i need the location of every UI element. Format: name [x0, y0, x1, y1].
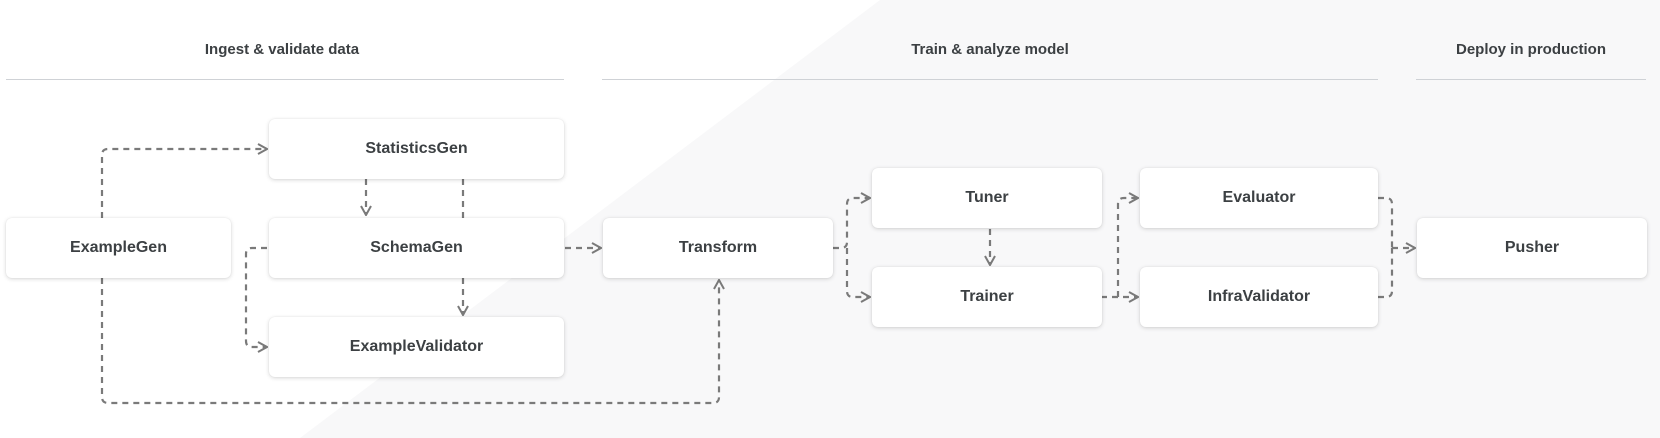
stage-title-deploy: Deploy in production [1456, 41, 1606, 58]
node-label: InfraValidator [1207, 288, 1311, 305]
node-trainer: Trainer [872, 267, 1102, 327]
node-label: SchemaGen [370, 239, 463, 256]
connector-examplegen-statisticsgen [100, 149, 267, 218]
node-label: ExampleGen [70, 239, 167, 256]
node-examplevalidator: ExampleValidator [269, 317, 564, 377]
node-examplegen: ExampleGen [6, 218, 231, 278]
connector-schemagen-examplevalidator [244, 246, 267, 347]
node-label: Evaluator [1222, 189, 1296, 206]
node-label: ExampleValidator [349, 338, 484, 355]
connector-infravalidator-pusher [1378, 248, 1394, 299]
stage-divider-ingest [6, 79, 564, 80]
node-infravalidator: InfraValidator [1140, 267, 1378, 327]
stage-divider-train [602, 79, 1378, 80]
stage-title-ingest: Ingest & validate data [204, 41, 360, 58]
node-label: Trainer [960, 288, 1014, 305]
stage-divider-deploy [1416, 79, 1646, 80]
node-transform: Transform [603, 218, 833, 278]
node-label: Pusher [1504, 239, 1560, 256]
node-label: StatisticsGen [365, 140, 468, 157]
connector-transform-trainer [845, 248, 870, 297]
node-statisticsgen: StatisticsGen [269, 119, 564, 179]
connector-trainer-evaluator [1116, 198, 1138, 297]
node-label: Transform [678, 239, 758, 256]
stage-title-train: Train & analyze model [911, 41, 1069, 58]
connector-evaluator-pusher [1378, 196, 1394, 248]
node-schemagen: SchemaGen [269, 218, 564, 278]
node-label: Tuner [965, 189, 1009, 206]
node-pusher: Pusher [1417, 218, 1647, 278]
connector-transform-tuner [833, 198, 870, 250]
node-tuner: Tuner [872, 168, 1102, 228]
connector-examplegen-transform [100, 278, 719, 405]
node-evaluator: Evaluator [1140, 168, 1378, 228]
